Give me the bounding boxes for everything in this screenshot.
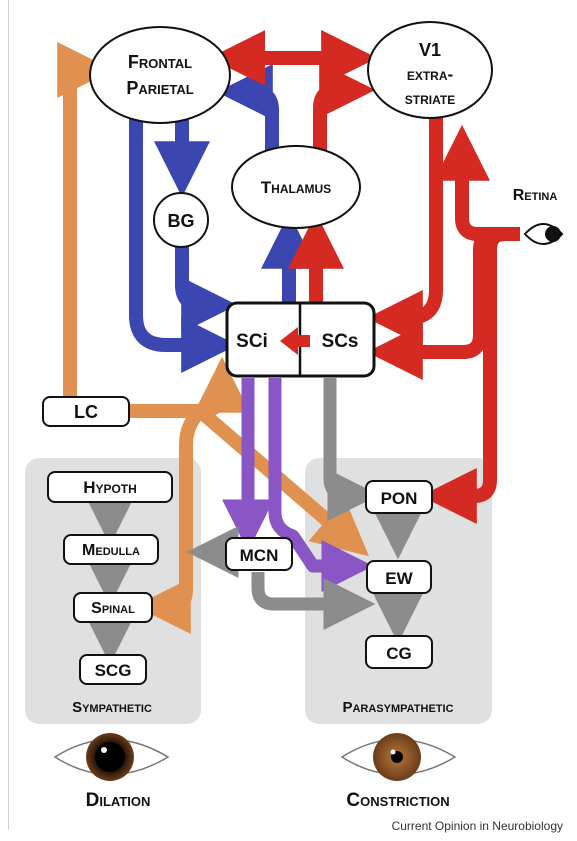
hypoth-node: Hypoth (47, 471, 173, 503)
medulla-node: Medulla (63, 534, 159, 565)
extra-label: extra- (407, 65, 453, 84)
red-thalamus-to-v1 (313, 62, 376, 155)
red-v1-to-scs (366, 118, 443, 346)
lc-label: LC (74, 402, 98, 422)
bg-label: BG (168, 211, 195, 231)
sci-label: SCi (236, 331, 268, 352)
dilation-label: Dilation (86, 790, 151, 811)
cg-label: CG (386, 644, 412, 663)
thalamus-node (231, 145, 361, 229)
orange-lc-to-sci (130, 356, 250, 418)
mcn-label: MCN (240, 546, 279, 565)
gray-scs-to-pon (323, 378, 380, 521)
mcn-node: MCN (225, 537, 293, 571)
striate-label: striate (405, 89, 455, 108)
ew-label: EW (385, 569, 413, 588)
red-retina-to-scs (366, 227, 520, 380)
cg-node: CG (365, 635, 433, 669)
ew-node: EW (366, 560, 432, 594)
parietal-label: Parietal (126, 78, 193, 98)
red-retina-to-pon (420, 227, 520, 524)
scg-label: SCG (95, 661, 132, 680)
red-retina-to-v1 (434, 124, 520, 241)
gray-mcn-to-cg (251, 572, 376, 630)
left-border-line (8, 0, 9, 830)
lc-node: LC (42, 396, 130, 427)
red-scs-to-sci-arrow (280, 327, 310, 355)
thalamus-label: Thalamus (261, 178, 331, 197)
retina-label: Retina (513, 187, 558, 204)
sympathetic-label: Sympathetic (72, 699, 152, 716)
scg-node: SCG (79, 654, 147, 685)
constricted-eye-icon (340, 733, 457, 781)
spinal-label: Spinal (91, 600, 135, 617)
spinal-node: Spinal (73, 592, 153, 623)
pon-node: PON (365, 480, 433, 514)
frontal-label: Frontal (128, 52, 192, 72)
parasympathetic-label: Parasympathetic (342, 699, 453, 716)
journal-caption: Current Opinion in Neurobiology (391, 819, 563, 833)
scs-label: SCs (322, 331, 359, 352)
orange-lc-to-frontal (57, 42, 114, 398)
blue-bg-to-sci (175, 243, 238, 333)
purple-sci-to-ew (268, 378, 374, 592)
retina-eye-icon (523, 223, 564, 245)
frontal-parietal-node (89, 26, 231, 124)
pon-label: PON (381, 489, 418, 508)
constriction-label: Constriction (346, 790, 449, 811)
blue-frontal-to-sci-outer (129, 110, 238, 373)
medulla-label: Medulla (82, 542, 140, 559)
blue-thalamus-to-frontal (216, 64, 279, 155)
hypoth-label: Hypoth (83, 478, 137, 497)
orange-lc-to-spinal (134, 406, 206, 634)
v1-label: V1 (419, 40, 441, 60)
bg-node (153, 192, 209, 248)
v1-extrastriate-node (367, 21, 493, 119)
dilated-eye-icon (53, 733, 170, 781)
